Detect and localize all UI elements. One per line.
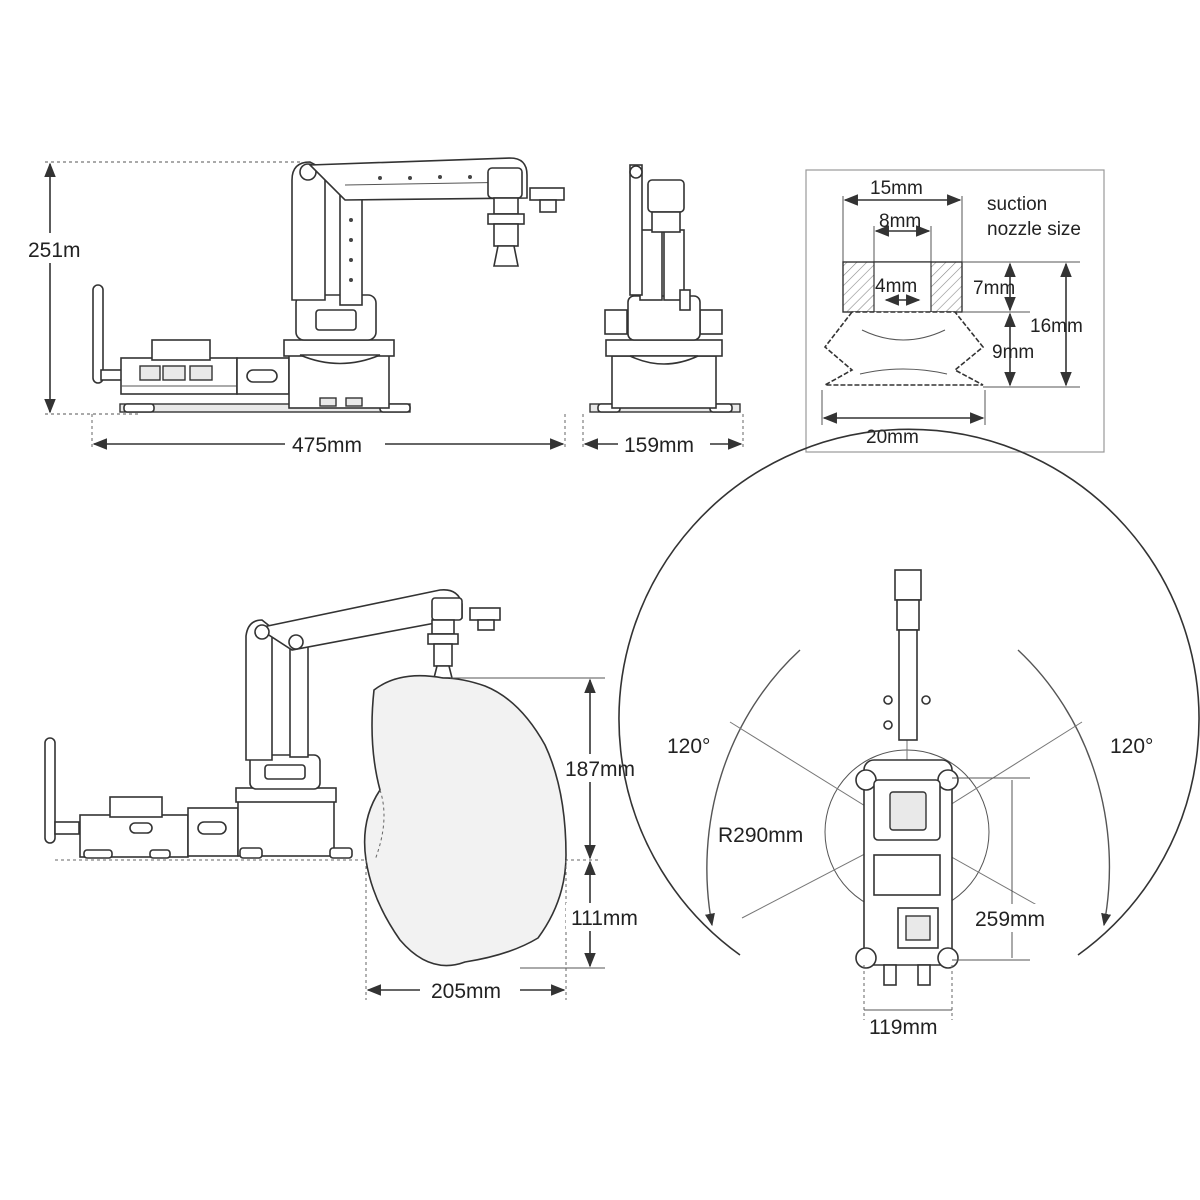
- inner-width-label: 8mm: [879, 211, 921, 232]
- robot-base: [283, 339, 395, 409]
- top-width-label: 15mm: [870, 178, 923, 199]
- antenna-icon: [44, 737, 80, 844]
- total-height-label: 16mm: [1030, 316, 1083, 337]
- hole-width-label: 4mm: [875, 276, 917, 297]
- lower-height-label: 9mm: [992, 342, 1034, 363]
- reach-down-label: 111mm: [571, 907, 638, 930]
- angle-left-label: 120°: [667, 735, 710, 758]
- forearm: [308, 157, 528, 201]
- antenna-icon: [92, 284, 124, 384]
- nozzle-detail-panel: suction nozzle size 15mm 8mm 4mm 7mm 9mm: [805, 169, 1105, 453]
- shoulder-joint: [295, 294, 377, 341]
- workspace-side-view: 187mm 111mm 205mm: [44, 588, 646, 1004]
- reach-arc-outer: [618, 428, 1200, 956]
- base-length-label: 259mm: [975, 908, 1045, 931]
- suction-nozzle-side: [487, 187, 565, 267]
- angle-right-label: 120°: [1110, 735, 1153, 758]
- reach-width-label: 205mm: [431, 980, 501, 1003]
- height-label: 251m: [28, 239, 81, 262]
- controller-board: [120, 339, 238, 395]
- width-label: 159mm: [624, 434, 694, 457]
- detail-caption-line1: suction: [987, 194, 1047, 215]
- upper-height-label: 7mm: [973, 278, 1015, 299]
- side-view: 251m: [22, 157, 566, 458]
- reach-up-label: 187mm: [565, 758, 635, 781]
- detail-caption-line2: nozzle size: [987, 219, 1081, 240]
- base-width-label: 119mm: [869, 1016, 937, 1039]
- workspace-top-view: 120° 120° R290mm 259mm 119mm: [618, 428, 1200, 1039]
- robot-base: [237, 799, 335, 857]
- reach-envelope: [363, 674, 567, 967]
- length-label: 475mm: [292, 434, 362, 457]
- bottom-width-label: 20mm: [866, 427, 919, 448]
- radius-label: R290mm: [718, 824, 803, 847]
- expansion-box: [236, 357, 290, 395]
- front-view: 159mm: [582, 164, 744, 458]
